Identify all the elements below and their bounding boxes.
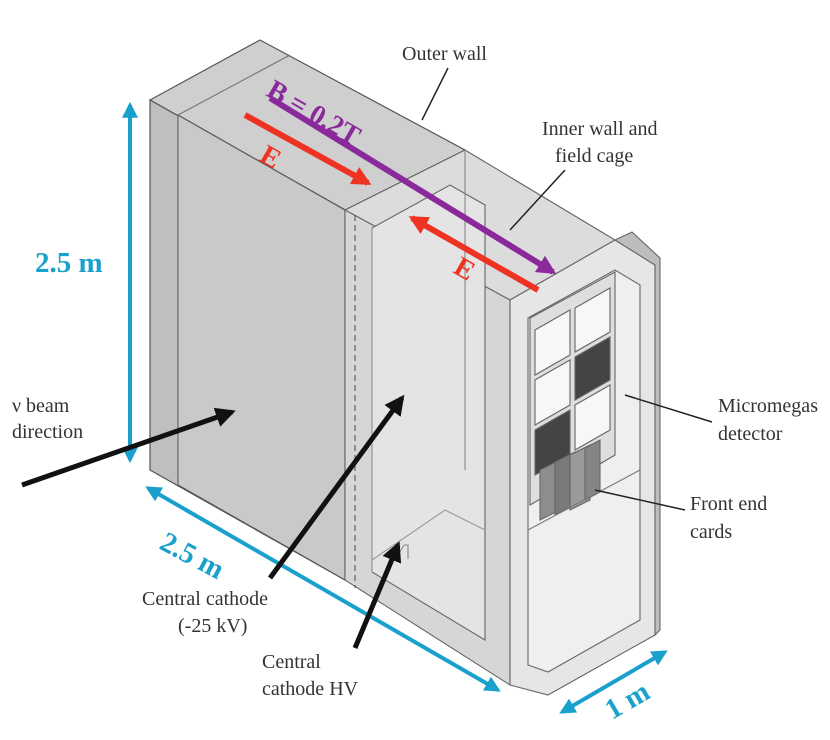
cathode-hv-label-line1: Central bbox=[262, 651, 321, 673]
cathode-hv-pointer-arrow bbox=[352, 541, 402, 649]
micromegas-pad bbox=[534, 359, 571, 426]
e-field-arrow-left bbox=[243, 112, 372, 186]
cathode-label-line2: (-25 kV) bbox=[178, 615, 247, 637]
micromegas-label-line1: Micromegas bbox=[718, 395, 818, 417]
width-dimension-arrow bbox=[559, 650, 668, 714]
length-dimension-arrow bbox=[145, 486, 501, 692]
length-dimension-label: 2.5 m bbox=[155, 526, 230, 586]
micromegas-leader bbox=[624, 394, 713, 423]
micromegas-pad bbox=[534, 309, 571, 376]
micromegas-pad bbox=[574, 384, 611, 451]
inner-wall-leader bbox=[509, 169, 566, 231]
b-field-arrow bbox=[268, 95, 557, 275]
outer-wall-label: Outer wall bbox=[402, 43, 487, 65]
beam-label-line1: ν beam bbox=[12, 395, 70, 417]
beam-direction-arrow bbox=[21, 407, 236, 488]
micromegas-pad-dark bbox=[574, 336, 611, 401]
cathode-pointer-arrow bbox=[267, 394, 405, 580]
front-end-label-line2: cards bbox=[690, 521, 732, 543]
inner-wall-label-line1: Inner wall and bbox=[542, 118, 658, 140]
front-end-label-line1: Front end bbox=[690, 493, 767, 515]
cathode-hv-label-line2: cathode HV bbox=[262, 678, 359, 700]
outer-wall-leader bbox=[421, 67, 449, 121]
micromegas-label-line2: detector bbox=[718, 423, 783, 445]
height-dimension-label: 2.5 m bbox=[35, 247, 103, 279]
beam-label-line2: direction bbox=[12, 421, 83, 443]
front-end-leader bbox=[594, 489, 686, 511]
end-plate-rim bbox=[613, 231, 661, 637]
micromegas-pad bbox=[574, 287, 611, 353]
e-field-arrow-right bbox=[408, 215, 540, 293]
cathode-label-line1: Central cathode bbox=[142, 588, 268, 610]
inner-wall-label-line2: field cage bbox=[555, 145, 633, 167]
end-plate bbox=[509, 231, 661, 696]
